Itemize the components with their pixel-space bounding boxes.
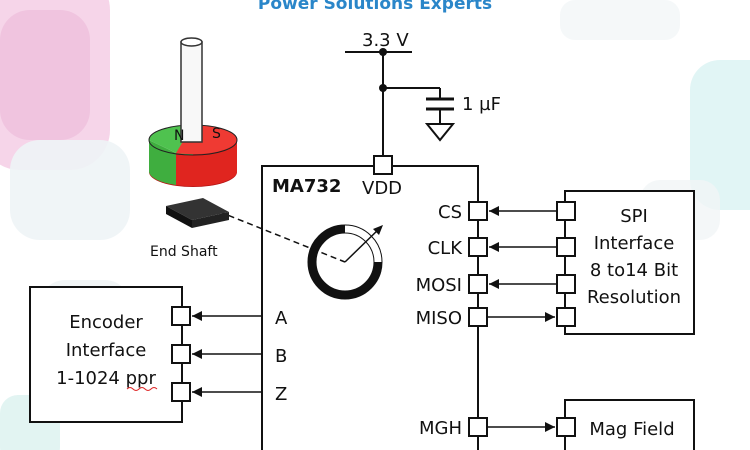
ground-icon: [424, 123, 456, 142]
pin-label-a: A: [275, 308, 288, 329]
ic-package-icon: [192, 212, 229, 228]
vdd-label: VDD: [362, 178, 402, 199]
spi-line-2: Interface: [594, 233, 675, 254]
encoder-line-1: Encoder: [69, 312, 143, 333]
mag-field-box: [564, 399, 695, 450]
encoder-line-3: 1-1024 ppr: [56, 368, 156, 389]
south-label: S: [212, 126, 221, 142]
mag-box-line-1: Mag Field: [589, 419, 674, 440]
spi-pin-clk: CLK: [428, 237, 576, 259]
supply-voltage-label: 3.3 V: [362, 30, 409, 51]
encoder-interface-box: [29, 286, 183, 423]
rotation-arrow-icon: [373, 225, 383, 235]
spi-line-3: 8 to14 Bit: [590, 260, 678, 281]
pin-label-miso: MISO: [416, 308, 462, 329]
shaft-axis-line: [209, 207, 346, 263]
end-shaft-caption: End Shaft: [150, 244, 218, 260]
shaft: [180, 41, 203, 143]
spi-line-1: SPI: [620, 206, 648, 227]
spi-pin-miso: MISO: [416, 307, 576, 329]
pin-label-mosi: MOSI: [416, 275, 462, 296]
spi-pin-cs: CS: [438, 201, 576, 223]
spi-line-4: Resolution: [587, 287, 681, 308]
north-label: N: [174, 128, 184, 144]
magnet-north-side: [149, 140, 176, 185]
capacitor-label: 1 µF: [462, 94, 501, 115]
banner-title: Power Solutions Experts: [257, 0, 493, 14]
vdd-pin: [373, 155, 393, 175]
pin-label-cs: CS: [438, 202, 462, 223]
spi-pin-mosi: MOSI: [416, 274, 576, 296]
pin-label-z: Z: [275, 384, 287, 405]
spi-interface-box: [564, 190, 695, 335]
encoder-pin-a: A: [171, 306, 288, 329]
encoder-line-2: Interface: [66, 340, 147, 361]
pin-label-mgh: MGH: [419, 418, 462, 439]
mgh-pin: MGH: [419, 417, 576, 439]
encoder-pin-b: B: [171, 344, 287, 367]
encoder-pin-z: Z: [171, 382, 287, 405]
chip-name: MA732: [272, 176, 341, 197]
pin-label-b: B: [275, 346, 287, 367]
pin-label-clk: CLK: [428, 238, 464, 259]
